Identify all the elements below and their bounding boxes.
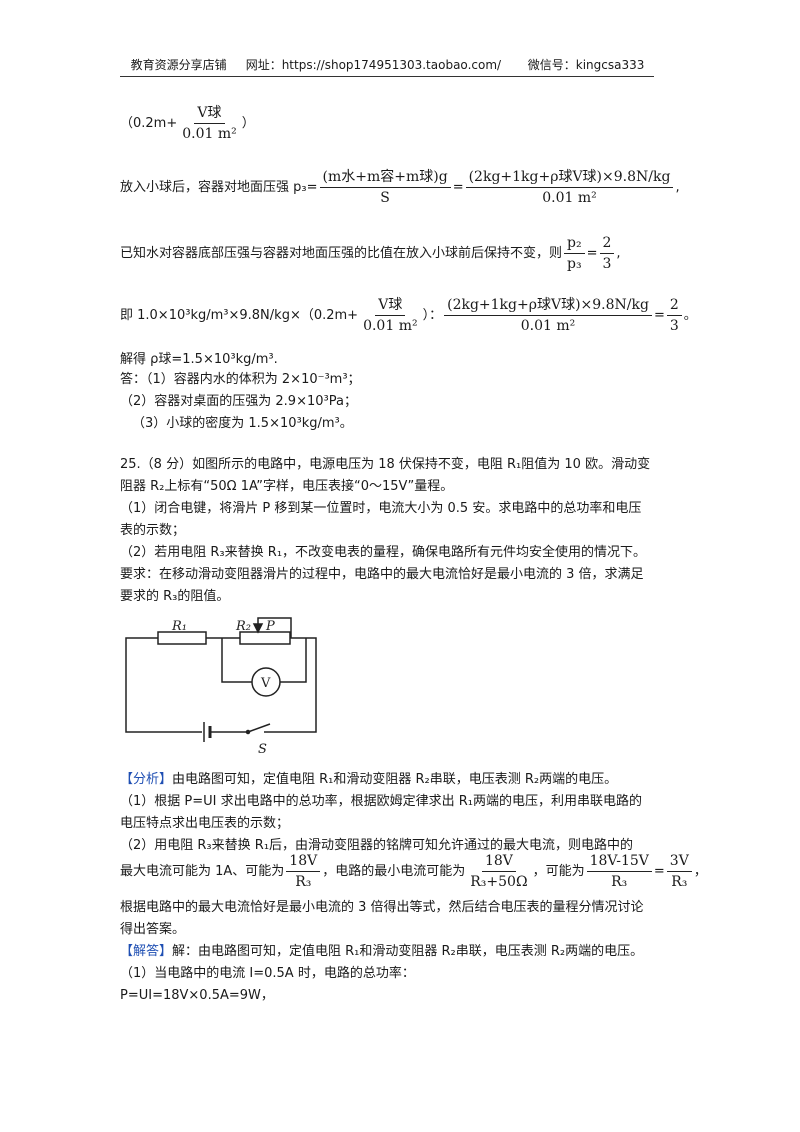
solution-line: 解得 ρ球=1.5×10³kg/m³.: [120, 352, 278, 367]
wechat-id: 微信号：kingcsa333: [527, 58, 645, 72]
circuit-diagram: R₁ R₂ P V S: [125, 617, 317, 757]
page-header: 教育资源分享店铺 网址：https://shop174951303.taobao…: [120, 56, 655, 74]
shop-name: 教育资源分享店铺: [130, 58, 227, 72]
shop-url: 网址：https://shop174951303.taobao.com/: [245, 58, 502, 72]
solution-line: 答：（1）容器内水的体积为 2×10⁻³m³；: [120, 372, 361, 387]
problem-line: 要求：在移动滑动变阻器滑片的过程中，电路中的最大电流恰好是最小电流的 3 倍，求…: [120, 567, 644, 582]
analysis-line: 根据电路中的最大电流恰好是最小电流的 3 倍得出等式，然后结合电压表的量程分情况…: [120, 900, 644, 915]
slider-arrow: [252, 623, 264, 634]
analysis-line: 【分析】由电路图可知，定值电阻 R₁和滑动变阻器 R₂串联，电压表测 R₂两端的…: [120, 772, 618, 787]
p-label: P: [265, 619, 275, 634]
r1-label: R₁: [171, 619, 187, 634]
problem-line: （2）若用电阻 R₃来替换 R₁，不改变电表的量程，确保电路所有元件均安全使用的…: [120, 545, 647, 560]
solution-line: （2）容器对桌面的压强为 2.9×10³Pa；: [120, 394, 357, 409]
answer-line: P=UI=18V×0.5A=9W，: [120, 988, 274, 1003]
wire-left: [125, 637, 200, 733]
problem-line: 阻器 R₂上标有“50Ω 1A”字样，电压表接“0～15V”量程。: [120, 479, 454, 494]
p3-text: 放入小球后，容器对地面压强 p₃=: [120, 180, 318, 195]
header-rule: [120, 76, 654, 77]
top-prefix: （0.2m+: [120, 116, 178, 131]
wire-right: [264, 637, 317, 733]
problem-line: 25.（8 分）如图所示的电路中，电源电压为 18 伏保持不变，电阻 R₁阻值为…: [120, 457, 651, 472]
analysis-line: 得出答案。: [120, 922, 186, 937]
wire-v-right: [280, 638, 307, 683]
answer-line: 【解答】解：由电路图可知，定值电阻 R₁和滑动变阻器 R₂串联，电压表测 R₂两…: [120, 944, 644, 959]
wire-v-left: [221, 638, 252, 683]
analysis-tag: 【分析】: [120, 772, 173, 787]
analysis-line: （2）用电阻 R₃来替换 R₁后，由滑动变阻器的铭牌可知允许通过的最大电流，则电…: [120, 838, 634, 853]
switch-pivot: [245, 729, 251, 735]
analysis-line: 电压特点求出电压表的示数；: [120, 816, 290, 831]
answer-tag: 【解答】: [120, 944, 173, 959]
problem-line: 要求的 R₃的阻值。: [120, 589, 230, 604]
s-label: S: [258, 742, 267, 757]
problem-line: （1）闭合电键，将滑片 P 移到某一位置时，电流大小为 0.5 安。求电路中的总…: [120, 501, 642, 516]
equation-text: 即 1.0×10³kg/m³×9.8N/kg×（0.2m+: [120, 308, 359, 323]
problem-line: 表的示数；: [120, 523, 186, 538]
analysis-line: （1）根据 P=UI 求出电路中的总功率，根据欧姆定律求出 R₁两端的电压，利用…: [120, 794, 642, 809]
solution-line: （3）小球的密度为 1.5×10³kg/m³。: [132, 416, 353, 431]
v-label: V: [260, 676, 271, 691]
ratio-text: 已知水对容器底部压强与容器对地面压强的比值在放入小球前后保持不变，则: [120, 246, 563, 261]
answer-line: （1）当电路中的电流 I=0.5A 时，电路的总功率：: [120, 966, 415, 981]
switch-lever: [247, 723, 271, 733]
r2-label: R₂: [235, 619, 251, 634]
